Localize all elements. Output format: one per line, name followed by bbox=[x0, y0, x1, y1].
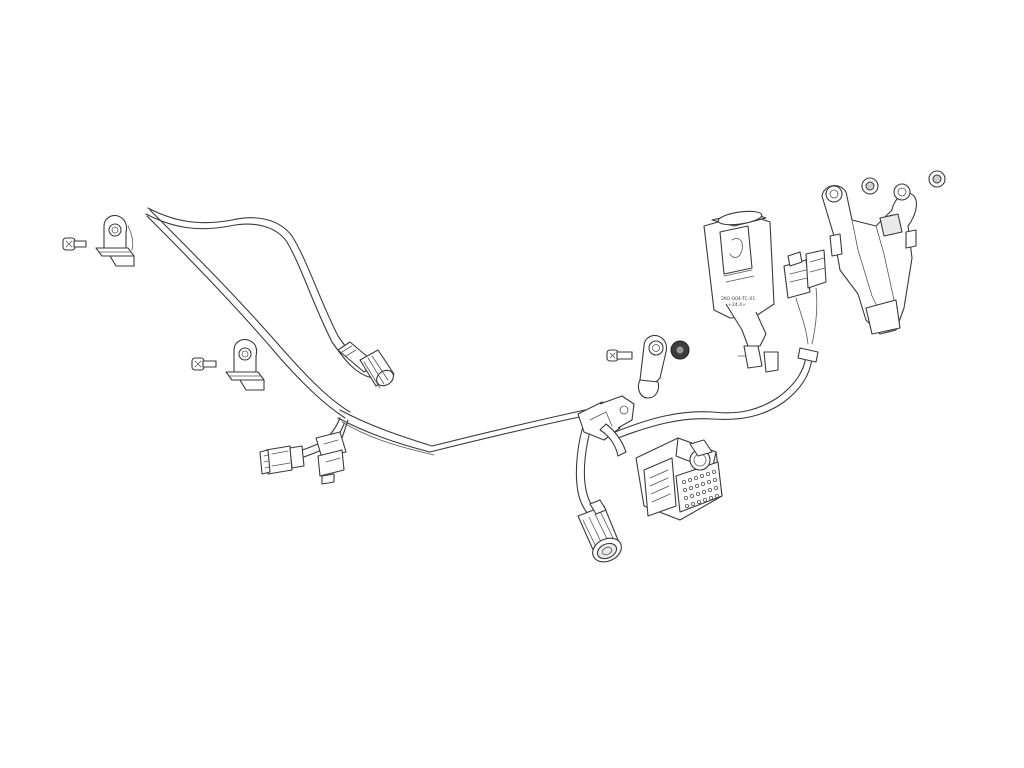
ecu-module: 2KO-004-TC-01 +24.4+ bbox=[703, 210, 779, 373]
ecu-label-line1: 2KO-004-TC-01 bbox=[721, 296, 755, 302]
screw-bracket-2 bbox=[928, 170, 946, 188]
ecu-label-line2: +24.4+ bbox=[728, 302, 746, 308]
screw-bracket-1 bbox=[861, 177, 879, 195]
clip-top-left bbox=[95, 214, 135, 267]
connector-small-round bbox=[337, 341, 395, 389]
clip-mid-left bbox=[225, 338, 265, 391]
ground-nut bbox=[670, 340, 690, 360]
connector-pair-right bbox=[783, 249, 827, 345]
screw-top-left bbox=[62, 237, 87, 251]
center-junction-bracket bbox=[577, 395, 635, 457]
connector-large-round bbox=[577, 499, 622, 563]
mount-bracket-right bbox=[821, 183, 917, 335]
connector-left-socket bbox=[315, 431, 347, 485]
screw-center bbox=[606, 349, 633, 362]
screw-mid-left bbox=[191, 357, 217, 371]
connector-multipin bbox=[635, 437, 723, 521]
ground-eyelet bbox=[637, 334, 668, 399]
connector-left-plug bbox=[259, 445, 305, 475]
